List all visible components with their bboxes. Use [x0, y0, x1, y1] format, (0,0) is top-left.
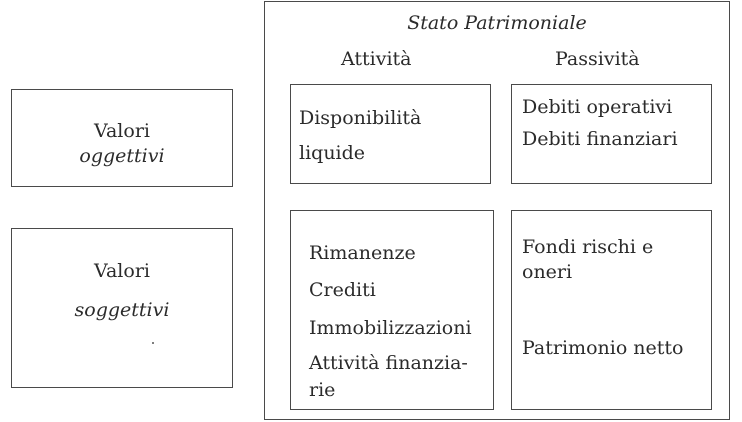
debiti-finanziari: Debiti finanziari	[522, 128, 678, 150]
valori-oggettivi-line2: oggettivi	[79, 145, 165, 167]
crediti: Crediti	[309, 279, 376, 301]
attivita-liquide-box: Disponibilità liquide	[290, 84, 491, 184]
attivita-finanziarie-line1: Attività finanzia-	[309, 352, 468, 374]
debiti-operativi: Debiti operativi	[522, 96, 673, 118]
disponibilita-line2: liquide	[299, 142, 366, 164]
passivita-fondi-box: Fondi rischi e oneri Patrimonio netto	[511, 210, 712, 410]
valori-soggettivi-line1: Valori	[94, 260, 150, 282]
valori-soggettivi-box: Valori soggettivi	[11, 228, 233, 388]
stray-dot	[152, 342, 154, 344]
attivita-soggettive-box: Rimanenze Crediti Immobilizzazioni Attiv…	[290, 210, 494, 410]
stato-patrimoniale-title: Stato Patrimoniale	[407, 12, 587, 34]
passivita-header: Passività	[555, 48, 640, 70]
attivita-finanziarie-line2: rie	[309, 379, 336, 401]
fondi-rischi-line2: oneri	[522, 261, 573, 283]
patrimonio-netto: Patrimonio netto	[522, 337, 684, 359]
valori-oggettivi-box: Valori oggettivi	[11, 89, 233, 187]
rimanenze: Rimanenze	[309, 242, 416, 264]
fondi-rischi-line1: Fondi rischi e	[522, 236, 654, 258]
immobilizzazioni: Immobilizzazioni	[309, 317, 472, 339]
attivita-header: Attività	[341, 48, 412, 70]
passivita-debiti-box: Debiti operativi Debiti finanziari	[511, 84, 712, 184]
valori-oggettivi-line1: Valori	[94, 120, 150, 142]
valori-soggettivi-line2: soggettivi	[74, 299, 170, 321]
disponibilita-line1: Disponibilità	[299, 107, 422, 129]
